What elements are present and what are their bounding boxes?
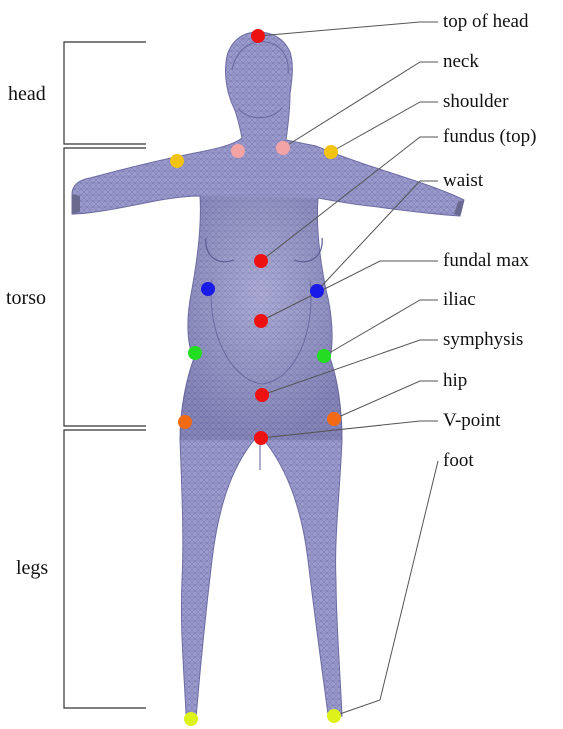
landmark-dot-iliac-left: [188, 346, 202, 360]
label-symphysis: symphysis: [443, 329, 523, 350]
bracket-head: [64, 42, 146, 144]
landmark-dot-top-of-head: [251, 29, 265, 43]
label-hip: hip: [443, 370, 467, 391]
segment-brackets: head torso legs: [6, 42, 146, 708]
label-iliac: iliac: [443, 289, 476, 310]
landmark-labels: top of head neck shoulder fundus (top) w…: [443, 11, 536, 471]
landmark-dot-neck-right: [276, 141, 290, 155]
label-foot: foot: [443, 450, 474, 471]
label-waist: waist: [443, 170, 484, 191]
body-mesh: [72, 32, 464, 718]
landmark-dot-v-point: [254, 431, 268, 445]
segment-label-legs: legs: [16, 557, 48, 579]
leader-top-of-head: [258, 22, 438, 36]
landmark-dot-hip-right: [327, 412, 341, 426]
segment-label-head: head: [8, 83, 46, 105]
bracket-legs: [64, 430, 146, 708]
leader-hip: [334, 381, 438, 419]
landmark-dot-foot-left: [184, 712, 198, 726]
landmark-dot-hip-left: [178, 415, 192, 429]
label-v-point: V-point: [443, 410, 501, 431]
label-top-of-head: top of head: [443, 11, 529, 32]
landmark-dot-waist-left: [201, 282, 215, 296]
landmark-dot-iliac-right: [317, 349, 331, 363]
label-neck: neck: [443, 51, 479, 72]
landmark-dot-neck-left: [231, 144, 245, 158]
leader-shoulder: [331, 102, 438, 152]
label-fundus-top: fundus (top): [443, 126, 536, 147]
label-fundal-max: fundal max: [443, 250, 530, 271]
landmark-dot-shoulder-left: [170, 154, 184, 168]
landmark-dot-fundal-max: [254, 314, 268, 328]
landmark-dot-shoulder-right: [324, 145, 338, 159]
label-shoulder: shoulder: [443, 91, 509, 112]
leader-iliac: [324, 300, 438, 356]
landmark-dot-foot-right: [327, 709, 341, 723]
segment-label-torso: torso: [6, 287, 46, 309]
landmark-dot-fundus-top: [254, 254, 268, 268]
hand-left: [72, 194, 80, 214]
landmark-dot-waist-right: [310, 284, 324, 298]
leader-foot: [334, 461, 438, 716]
landmark-dot-symphysis: [255, 388, 269, 402]
